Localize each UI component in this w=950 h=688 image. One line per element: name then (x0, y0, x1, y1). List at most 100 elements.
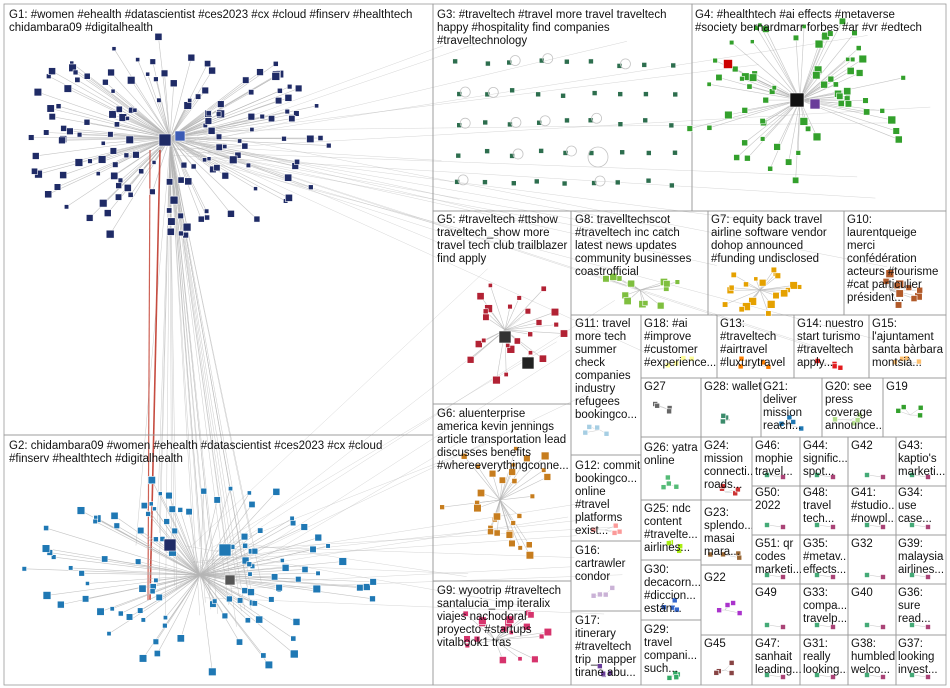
g9-node (517, 656, 523, 662)
g2-node (251, 600, 258, 607)
group-label-g41: G41: #studio... #nowpl... (851, 487, 895, 525)
g2-node (96, 607, 105, 616)
g3-self-loop (457, 174, 469, 186)
g2-node (42, 591, 52, 600)
g1-node (294, 84, 303, 93)
g3-self-loop (594, 175, 606, 187)
g5-hub (521, 356, 535, 370)
g2-node (314, 533, 323, 542)
g1-node (107, 131, 114, 138)
g1-node (184, 177, 193, 186)
g5-edge (504, 329, 544, 359)
g3-self-loop (542, 53, 554, 64)
g1-node (112, 161, 119, 168)
group-label-g10: G10: laurentqueige merci confédération a… (847, 214, 939, 304)
g1-edge (152, 137, 171, 192)
g7-node (789, 281, 798, 290)
tiny-group-node (864, 622, 870, 628)
g2-node (279, 558, 285, 563)
group-label-g1: G1: #women #ehealth #datascientist #ces2… (9, 9, 413, 34)
g1-node (48, 67, 56, 76)
g7-edge (724, 289, 761, 305)
g4-node (773, 143, 781, 151)
g6-node (505, 531, 514, 539)
group-label-g49: G49 (755, 587, 777, 599)
g2-edge (179, 509, 201, 576)
g1-node (206, 156, 212, 162)
g1-node (166, 178, 174, 186)
group-label-g17: G17: itinerary #traveltech trip_mapper t… (575, 615, 637, 679)
g6-node (540, 451, 550, 461)
g1-node (145, 71, 151, 77)
g5-edge (504, 311, 556, 331)
g10-node (885, 269, 895, 278)
g2-node (140, 617, 146, 623)
g2-node (264, 660, 273, 669)
g2-node (213, 496, 221, 504)
g14-node (814, 358, 821, 364)
g4-node (846, 67, 855, 75)
g4-edge (799, 32, 855, 101)
g4-node (686, 125, 693, 132)
tiny-group-node (909, 472, 915, 478)
g2-edge (199, 574, 213, 672)
g2-node (272, 488, 281, 496)
g1-node (109, 147, 118, 155)
g4-edge (799, 59, 853, 101)
g2-node (147, 476, 156, 485)
g2-node (106, 631, 112, 637)
inter-group-edge (224, 545, 575, 558)
g18-node (689, 355, 695, 362)
g1-node (317, 135, 324, 141)
g7-edge (759, 285, 794, 291)
g13-node (738, 355, 745, 362)
g10-node (905, 284, 912, 291)
g1-edge (67, 88, 171, 139)
g1-edge (37, 91, 171, 139)
group-label-g47: G47: sanhait leading... (755, 638, 801, 676)
g6-edge (499, 471, 513, 501)
g1-node (253, 186, 258, 191)
g4-node (759, 118, 766, 125)
g1-edge (147, 74, 171, 139)
group-label-g9: G9: wyootrip #traveltech santalucia_imp … (437, 585, 562, 649)
inter-group-edge (169, 144, 211, 590)
g1-node (215, 143, 223, 151)
inter-group-edge (185, 545, 526, 607)
g2-edge (154, 508, 201, 576)
inter-group-edge (192, 562, 469, 575)
g1-node (99, 199, 108, 208)
g6-edge (492, 473, 501, 501)
g1-node (202, 157, 208, 163)
g4-node (799, 117, 809, 126)
g6-node (511, 462, 516, 468)
g3-node (538, 148, 544, 154)
g2-node (260, 652, 267, 659)
g4-node (801, 24, 807, 29)
g2-node (241, 556, 250, 565)
group-label-g38: G38: humbled welco... (851, 638, 895, 676)
g2-node (162, 622, 168, 629)
g45-node (728, 660, 735, 666)
g2-node (246, 561, 253, 568)
g2-node (140, 502, 148, 510)
g3-node (561, 180, 568, 187)
g22-node (736, 610, 743, 616)
inter-group-edge (186, 152, 621, 235)
g6-node (493, 512, 501, 521)
g1-edge (169, 137, 258, 220)
g3-node (643, 91, 649, 97)
g1-node (314, 103, 320, 109)
g4-hub (809, 98, 821, 110)
g4-node (837, 100, 845, 107)
inter-group-edge (215, 526, 617, 551)
g7-node (753, 276, 759, 282)
g19-node (895, 408, 902, 414)
g4-node (858, 54, 867, 64)
g16-node (590, 592, 597, 599)
group-label-g22: G22 (704, 572, 726, 584)
g1-edge (102, 137, 171, 160)
g17-node (607, 670, 614, 676)
g1-node (275, 97, 283, 105)
g2-edge (199, 491, 205, 576)
